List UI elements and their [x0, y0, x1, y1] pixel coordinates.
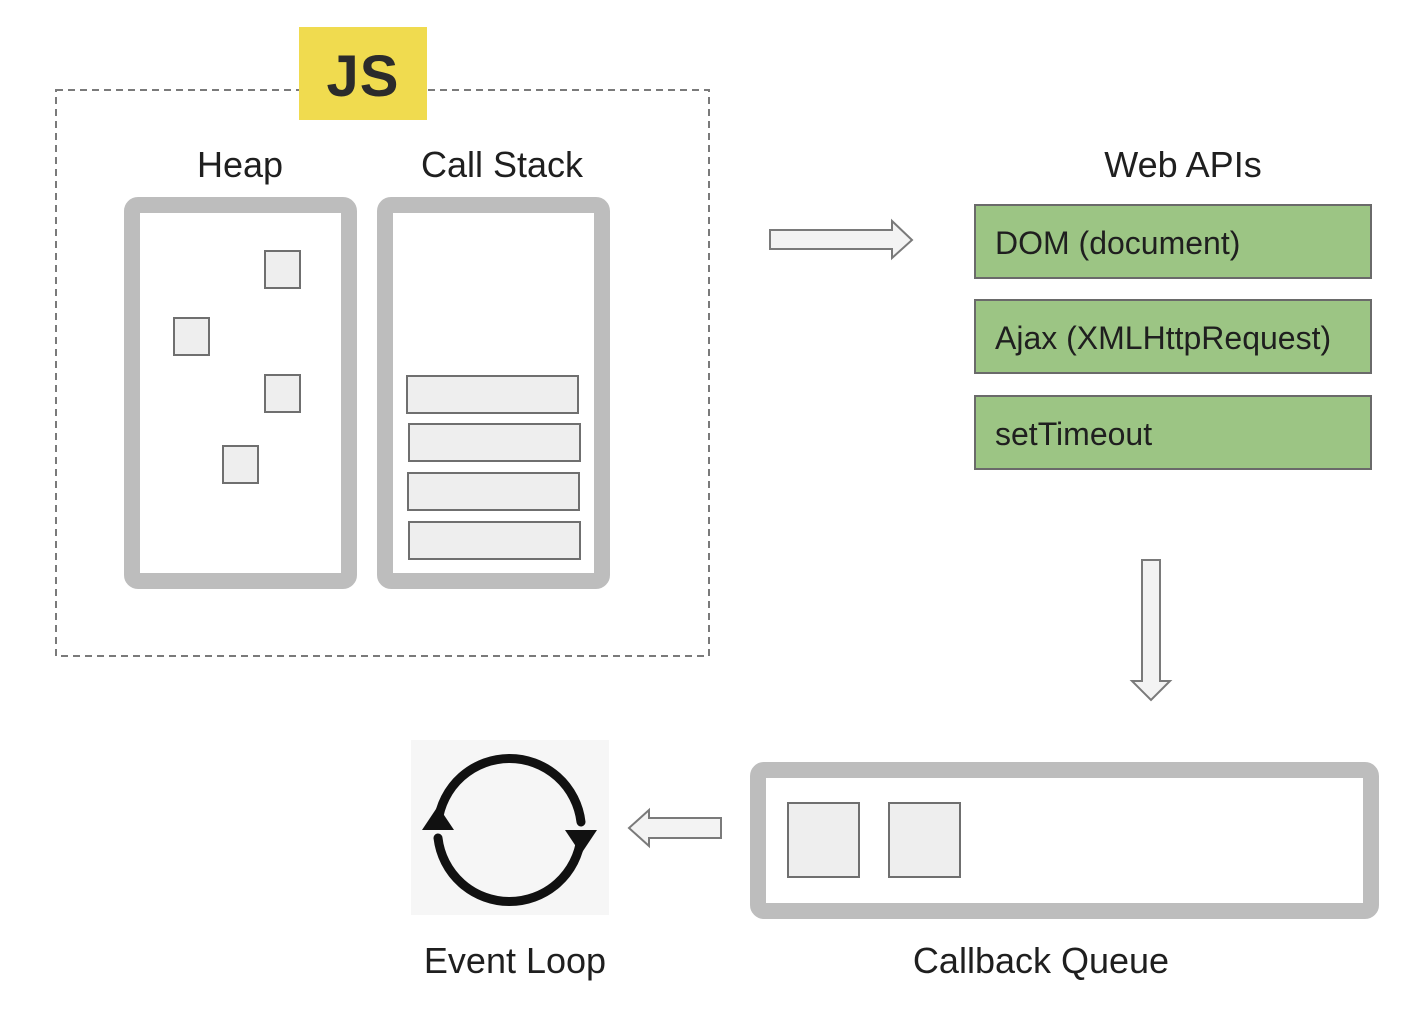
heap-object: [264, 250, 301, 289]
heap: Heap: [124, 144, 357, 589]
event-loop: Event Loop: [411, 740, 609, 981]
js-badge: [299, 27, 427, 120]
event-loop-label: Event Loop: [424, 940, 606, 981]
call-stack-label: Call Stack: [421, 144, 584, 185]
stack-frame: [408, 423, 581, 462]
queued-callback: [888, 802, 961, 878]
heap-panel: [124, 197, 357, 589]
stack-frame: [407, 472, 580, 511]
queued-callback: [787, 802, 860, 878]
sync-arrowheads: [422, 806, 597, 854]
web-api-box-ajax: [974, 299, 1372, 374]
js-badge-text: JS: [327, 44, 400, 109]
stack-frame: [408, 521, 581, 560]
left-arrow-icon: [627, 807, 722, 849]
web-apis: Web APIs DOM (document) Ajax (XMLHttpReq…: [974, 144, 1372, 470]
heap-object: [264, 374, 301, 413]
web-api-box-dom: [974, 204, 1372, 279]
heap-object: [173, 317, 210, 356]
stack-frame: [406, 375, 579, 414]
callback-queue: Callback Queue: [750, 762, 1379, 981]
callback-queue-label: Callback Queue: [913, 940, 1169, 981]
web-api-ajax-label: Ajax (XMLHttpRequest): [995, 320, 1331, 356]
web-api-box-settimeout: [974, 395, 1372, 470]
sync-cycle-icon: [433, 753, 586, 907]
heap-object: [222, 445, 259, 484]
web-apis-label: Web APIs: [1104, 144, 1261, 185]
web-api-settimeout-label: setTimeout: [995, 416, 1152, 452]
right-arrow-icon: [769, 218, 914, 261]
call-stack: Call Stack: [377, 144, 610, 589]
web-api-dom-label: DOM (document): [995, 225, 1240, 261]
down-arrow-icon: [1129, 559, 1173, 702]
heap-label: Heap: [197, 144, 283, 185]
js-engine-container: JS: [55, 27, 710, 657]
